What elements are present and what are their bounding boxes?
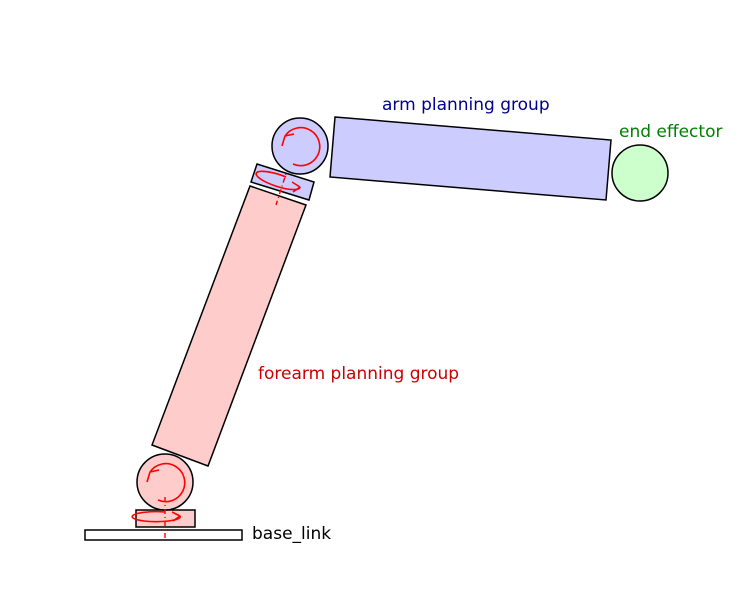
shoulder-rotation-icon — [146, 462, 186, 503]
base-link-label: base_link — [252, 524, 331, 544]
upper-arm-link — [329, 116, 612, 201]
elbow-rotation-icon — [281, 126, 321, 167]
end-effector-label: end effector — [619, 122, 722, 142]
end-effector — [611, 144, 669, 202]
wrist-roll-joint — [250, 163, 315, 201]
base-pan-rotation-icon — [131, 510, 181, 523]
base-link-plate — [84, 529, 243, 541]
arm-planning-group-label: arm planning group — [382, 95, 550, 115]
forearm-planning-group-label: forearm planning group — [258, 364, 459, 384]
wrist-roll-rotation-icon — [255, 170, 301, 193]
forearm-link — [151, 185, 307, 467]
